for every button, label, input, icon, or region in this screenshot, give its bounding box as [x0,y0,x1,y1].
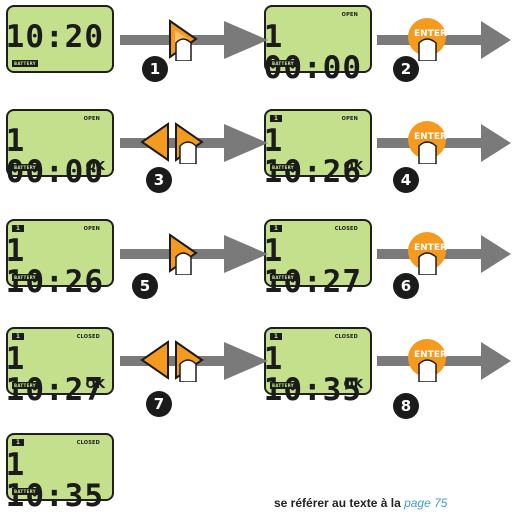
lcd-display-5: 1 OPEN 1 10:26 BATTERY [6,219,114,287]
step-number-3: 3 [146,167,172,193]
display-status: CLOSED [335,226,358,232]
enter-label: ENTER [414,243,447,253]
display-status: OPEN [342,116,358,122]
display-time: 1 00:00 [6,126,104,188]
display-index: 1 [12,439,24,446]
display-status: OPEN [342,12,358,18]
display-time: 1 10:35 [6,450,104,512]
display-index: 1 [270,333,282,340]
display-status: OPEN [84,226,100,232]
display-time: 1 10:26 [6,236,104,298]
display-status: CLOSED [77,440,100,446]
lcd-display-6: 1 CLOSED 1 10:27 BATTERY [264,219,372,287]
display-index: 1 [12,333,24,340]
lcd-display-8: 1 CLOSED 1 10:35 BATTERY OK [264,327,372,395]
finger-icon [419,142,436,164]
step-7-arrow [120,338,270,382]
step-number-6: 6 [393,273,419,299]
ok-indicator: OK [344,159,364,173]
finger-icon [180,142,196,164]
step-number-1: 1 [142,56,168,82]
lcd-display-1: 10:20 BATTERY [6,5,114,73]
display-time: 10:20 [6,22,104,53]
note-text: se référer au texte à la [274,496,404,510]
page-reference-note: se référer au texte à la page 75 [274,496,447,510]
display-status: OPEN [84,116,100,122]
lcd-display-9: 1 CLOSED 1 10:35 BATTERY [6,433,114,501]
finger-icon [176,39,191,61]
finger-icon [180,360,196,382]
ok-indicator: OK [344,377,364,391]
finger-icon [419,360,436,382]
step-8-arrow [377,338,515,382]
display-time: 1 10:27 [6,344,104,406]
step-1-arrow [120,17,270,61]
lcd-display-7: 1 CLOSED 1 10:27 BATTERY OK [6,327,114,395]
display-time: 1 10:27 [264,236,362,298]
step-number-4: 4 [393,167,419,193]
step-number-2: 2 [393,56,419,82]
battery-indicator: BATTERY [270,60,296,67]
finger-icon [419,253,436,275]
step-4-arrow [377,120,515,164]
step-number-5: 5 [132,273,158,299]
lcd-display-3: OPEN 1 00:00 BATTERY OK [6,109,114,177]
enter-label: ENTER [414,132,447,142]
battery-indicator: BATTERY [270,164,296,171]
step-number-8: 8 [393,393,419,419]
display-time: 1 10:26 [264,126,362,188]
battery-indicator: BATTERY [270,274,296,281]
battery-indicator: BATTERY [12,60,38,67]
step-2-arrow [377,17,515,61]
page-link[interactable]: page 75 [404,496,447,510]
ok-indicator: OK [86,159,106,173]
finger-icon [176,253,191,275]
left-arrow-button-icon[interactable] [142,342,168,378]
battery-indicator: BATTERY [12,274,38,281]
battery-indicator: BATTERY [12,382,38,389]
battery-indicator: BATTERY [12,488,38,495]
display-time: 1 10:35 [264,344,362,406]
ok-indicator: OK [86,377,106,391]
step-5-arrow [120,231,270,275]
display-index: 1 [270,225,282,232]
step-6-arrow [377,231,515,275]
display-time: 1 00:00 [264,22,362,84]
finger-icon [419,39,436,61]
lcd-display-4: 1 OPEN 1 10:26 BATTERY OK [264,109,372,177]
display-status: CLOSED [335,334,358,340]
display-status: CLOSED [77,334,100,340]
step-number-7: 7 [146,391,172,417]
display-index: 1 [270,115,282,122]
battery-indicator: BATTERY [270,382,296,389]
enter-label: ENTER [414,350,447,360]
step-3-arrow [120,120,270,164]
lcd-display-2: OPEN 1 00:00 BATTERY [264,5,372,73]
enter-label: ENTER [414,29,447,39]
display-index: 1 [12,225,24,232]
left-arrow-button-icon[interactable] [142,124,168,160]
battery-indicator: BATTERY [12,164,38,171]
